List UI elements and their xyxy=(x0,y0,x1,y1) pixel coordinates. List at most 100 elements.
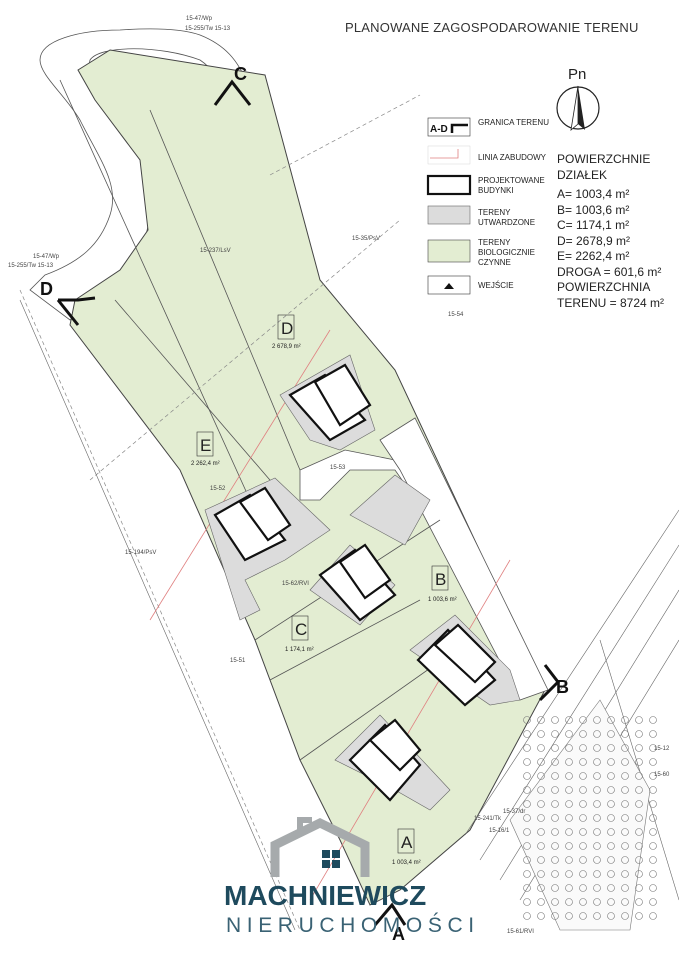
parcel-label: 15-255/Tw 15-13 xyxy=(185,26,231,32)
parcel-label: 15-61/RVI xyxy=(507,929,534,935)
plot-area-d: 2 678,9 m² xyxy=(272,344,301,350)
field-dot xyxy=(551,856,559,864)
field-dot xyxy=(565,884,573,892)
field-dot xyxy=(579,744,587,752)
field-dot xyxy=(537,744,545,752)
brand-subtitle: NIERUCHOMOŚCI xyxy=(226,914,480,937)
north-arrow xyxy=(556,85,600,132)
field-dot xyxy=(635,842,643,850)
field-dot xyxy=(523,800,531,808)
field-dot xyxy=(537,800,545,808)
plot-letter-c: C xyxy=(295,620,307,639)
north-label: Pn xyxy=(568,66,587,83)
area-total: POWIERZCHNIA TERENU = 8724 m² xyxy=(557,280,665,310)
field-dot xyxy=(523,772,531,780)
field-dot xyxy=(635,856,643,864)
field-dot xyxy=(565,772,573,780)
field-dot xyxy=(579,884,587,892)
field-dot xyxy=(635,814,643,822)
parcel-label: 15-35/PsV xyxy=(352,236,380,242)
field-dot xyxy=(523,856,531,864)
areas-heading: POWIERZCHNIE DZIAŁEK xyxy=(557,152,651,182)
legend-paved: TERENY UTWARDZONE xyxy=(478,208,536,227)
field-dot xyxy=(635,786,643,794)
field-dot xyxy=(649,912,657,920)
field-dot xyxy=(635,870,643,878)
legend-boundary: GRANICA TERENU xyxy=(478,118,549,127)
building-d2 xyxy=(313,363,372,427)
plot-letter-e: E xyxy=(200,436,211,455)
field-dot xyxy=(551,800,559,808)
field-dot xyxy=(551,884,559,892)
field-dot xyxy=(621,884,629,892)
field-dot xyxy=(551,898,559,906)
field-dot xyxy=(579,772,587,780)
field-dot xyxy=(537,912,545,920)
field-dot xyxy=(649,842,657,850)
legend-buildings: PROJEKTOWANE BUDYNKI xyxy=(478,176,545,195)
legend-entrance: WEJŚCIE xyxy=(478,281,514,290)
field-dot xyxy=(579,800,587,808)
building-a2 xyxy=(368,718,422,772)
parcel-label: 15-237/LsV xyxy=(200,248,231,254)
field-dot xyxy=(523,730,531,738)
marker-label-c: C xyxy=(234,64,247,84)
field-dot xyxy=(635,772,643,780)
parcel-label: 15-37/dr xyxy=(503,809,525,815)
parcel-label: 15-47/Wp xyxy=(33,254,60,260)
field-dot xyxy=(565,898,573,906)
field-dot xyxy=(607,730,615,738)
field-dot xyxy=(635,884,643,892)
field-dot xyxy=(635,744,643,752)
field-dot xyxy=(523,786,531,794)
field-dot xyxy=(607,856,615,864)
field-dot xyxy=(523,898,531,906)
plot-area-c: 1 174,1 m² xyxy=(285,647,314,653)
field-dot xyxy=(565,744,573,752)
field-dot xyxy=(565,842,573,850)
field-dot xyxy=(607,828,615,836)
section-markers xyxy=(56,79,560,926)
field-dot xyxy=(523,758,531,766)
field-dot xyxy=(649,898,657,906)
field-dot xyxy=(635,800,643,808)
field-dot xyxy=(607,884,615,892)
field-dot xyxy=(537,814,545,822)
legend-swatches: A-D xyxy=(426,117,472,295)
marker-c xyxy=(213,79,252,106)
dotted-field xyxy=(509,699,657,931)
buildings xyxy=(213,363,497,802)
building-c2 xyxy=(338,543,392,600)
field-dot xyxy=(551,716,559,724)
plot-dividers xyxy=(59,79,471,761)
field-dot xyxy=(593,772,601,780)
field-dot xyxy=(607,800,615,808)
plot-labels: D 2 678,9 m² E 2 262,4 m² B 1 003,6 m² C… xyxy=(191,314,457,866)
field-dot xyxy=(579,912,587,920)
parcel-label: 15-47/Wp xyxy=(186,16,213,22)
field-dot xyxy=(649,758,657,766)
field-dot xyxy=(607,716,615,724)
brand-name: MACHNIEWICZ xyxy=(224,880,427,911)
field-dot xyxy=(537,716,545,724)
field-dot xyxy=(579,842,587,850)
field-dot xyxy=(607,758,615,766)
field-dot xyxy=(579,828,587,836)
parcel-label: 15-12 xyxy=(654,746,670,752)
field-dot xyxy=(607,870,615,878)
field-dot xyxy=(607,842,615,850)
areas-summary: POWIERZCHNIE DZIAŁEK A= 1003,4 m² B= 100… xyxy=(557,152,667,311)
field-dot xyxy=(593,898,601,906)
field-dot xyxy=(565,856,573,864)
plot-letter-d: D xyxy=(281,319,293,338)
field-dot xyxy=(551,772,559,780)
field-dot xyxy=(621,716,629,724)
field-dot xyxy=(635,758,643,766)
legend-boundary-symbol: A-D xyxy=(430,124,448,135)
building-d xyxy=(288,373,367,442)
field-dot xyxy=(565,786,573,794)
plot-letter-a: A xyxy=(401,833,413,852)
field-dot xyxy=(537,772,545,780)
field-dot xyxy=(621,786,629,794)
